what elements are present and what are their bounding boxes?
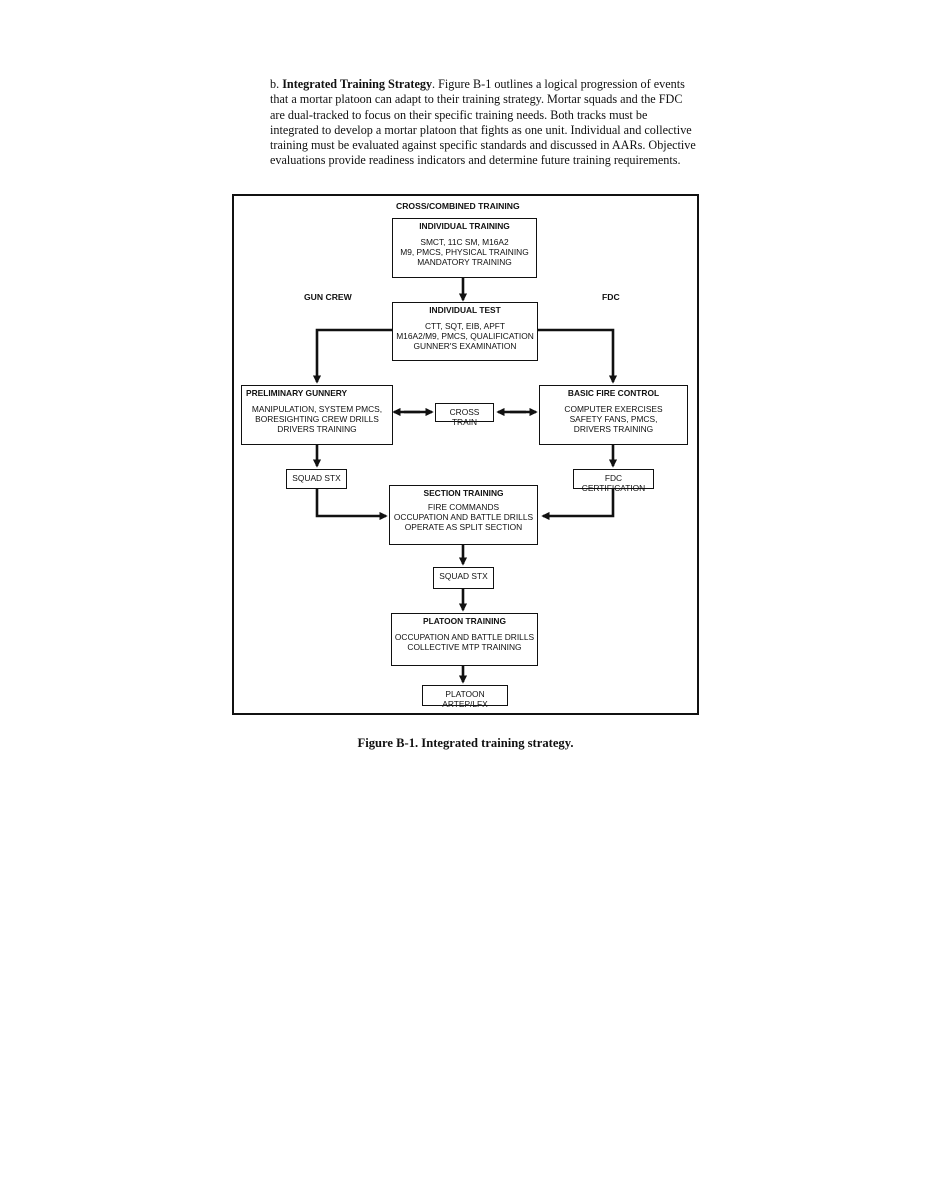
- section-training-body: FIRE COMMANDS OCCUPATION AND BATTLE DRIL…: [393, 502, 534, 532]
- individual-test-box: INDIVIDUAL TEST CTT, SQT, EIB, APFT M16A…: [392, 302, 538, 361]
- paragraph-title: Integrated Training Strategy: [282, 77, 433, 91]
- platoon-training-title: PLATOON TRAINING: [423, 616, 506, 626]
- cross-train-label: CROSS TRAIN: [449, 407, 480, 427]
- cross-train-box: CROSS TRAIN: [435, 403, 494, 427]
- arrow-test-to-gunnery: [312, 328, 392, 384]
- figure-caption: Figure B-1. Integrated training strategy…: [357, 736, 574, 750]
- gun-crew-label: GUN CREW: [304, 292, 352, 302]
- fdc-certification-label: FDC CERTIFICATION: [581, 473, 646, 493]
- flow-arrows: [312, 278, 618, 684]
- individual-test-body: CTT, SQT, EIB, APFT M16A2/M9, PMCS, QUAL…: [396, 321, 534, 351]
- section-training-box: SECTION TRAINING FIRE COMMANDS OCCUPATIO…: [389, 485, 538, 545]
- basic-fire-control-body: COMPUTER EXERCISES SAFETY FANS, PMCS, DR…: [564, 404, 663, 434]
- basic-fire-control-title: BASIC FIRE CONTROL: [567, 388, 660, 398]
- preliminary-gunnery-body: MANIPULATION, SYSTEM PMCS, BORESIGHTING …: [251, 404, 383, 434]
- basic-fire-control-box: BASIC FIRE CONTROL COMPUTER EXERCISES SA…: [539, 385, 688, 445]
- figure-frame: CROSS/COMBINED TRAINING GUN CREW FDC IND…: [232, 194, 699, 715]
- platoon-artep-box: PLATOON ARTEP/LFX: [422, 685, 508, 709]
- squad-stx-center-box: SQUAD STX: [433, 567, 494, 589]
- individual-test-title: INDIVIDUAL TEST: [429, 305, 501, 315]
- squad-stx-left-label: SQUAD STX: [292, 473, 341, 483]
- figure-heading: CROSS/COMBINED TRAINING: [396, 201, 520, 211]
- squad-stx-center-label: SQUAD STX: [439, 571, 488, 581]
- squad-stx-left-box: SQUAD STX: [286, 469, 347, 489]
- platoon-training-box: PLATOON TRAINING OCCUPATION AND BATTLE D…: [391, 613, 538, 666]
- arrow-cert-to-section: [541, 489, 615, 521]
- preliminary-gunnery-box: PRELIMINARY GUNNERY MANIPULATION, SYSTEM…: [241, 385, 393, 445]
- paragraph-body: . Figure B-1 outlines a logical progress…: [270, 77, 696, 168]
- platoon-artep-label: PLATOON ARTEP/LFX: [442, 689, 488, 709]
- paragraph-lead: b.: [270, 77, 283, 91]
- arrow-test-to-firecontrol: [538, 328, 618, 384]
- arrow-stx-to-section: [315, 489, 388, 521]
- preliminary-gunnery-title: PRELIMINARY GUNNERY: [246, 388, 348, 398]
- individual-training-box: INDIVIDUAL TRAINING SMCT, 11C SM, M16A2 …: [392, 218, 537, 278]
- intro-paragraph: b. Integrated Training Strategy. Figure …: [270, 77, 698, 169]
- fdc-certification-box: FDC CERTIFICATION: [573, 469, 654, 493]
- individual-training-title: INDIVIDUAL TRAINING: [419, 221, 510, 231]
- platoon-training-body: OCCUPATION AND BATTLE DRILLS COLLECTIVE …: [394, 632, 535, 652]
- fdc-label: FDC: [602, 292, 620, 302]
- section-training-title: SECTION TRAINING: [423, 488, 504, 498]
- individual-training-body: SMCT, 11C SM, M16A2 M9, PMCS, PHYSICAL T…: [400, 237, 529, 267]
